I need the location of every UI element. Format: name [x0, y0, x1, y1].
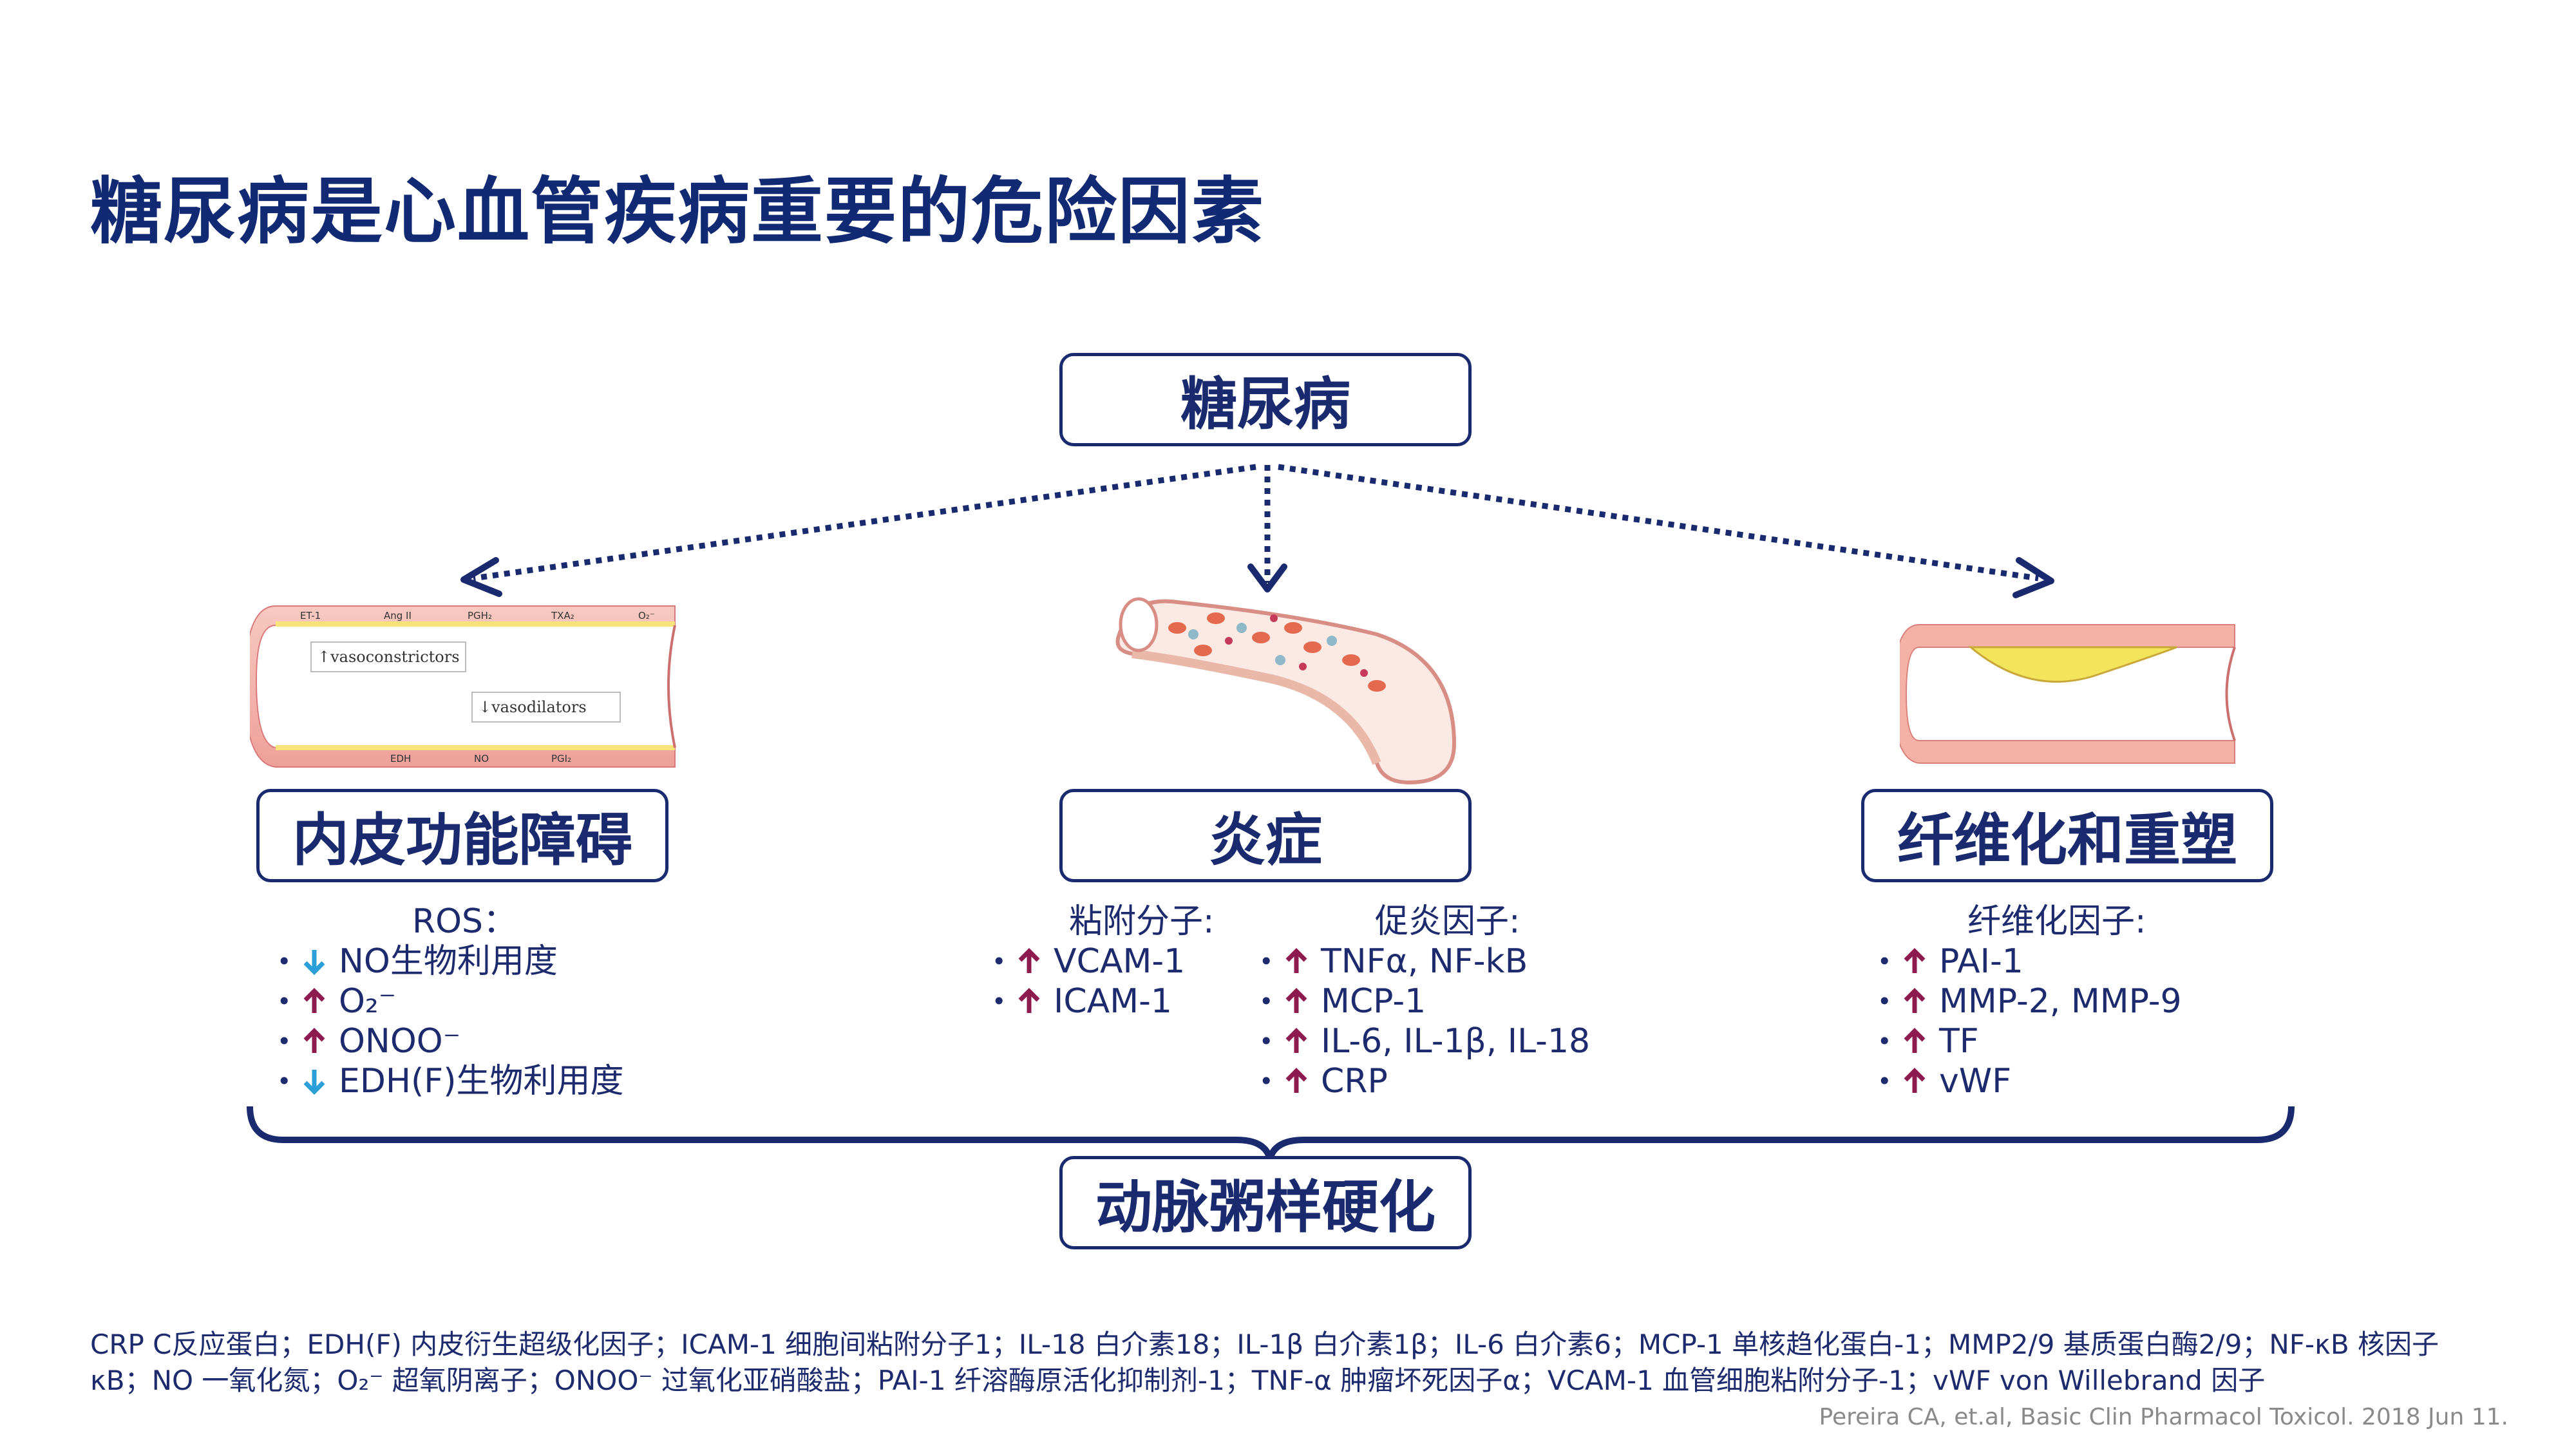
- arrow-to-right: [1278, 464, 2039, 582]
- inflammation-vessel-illustration: [1115, 597, 1457, 785]
- arrow-to-left: [473, 464, 1256, 582]
- bullet: •: [992, 947, 1007, 976]
- box-inflammation: 炎症: [1059, 789, 1472, 882]
- citation: Pereira CA, et.al, Basic Clin Pharmacol …: [1819, 1404, 2508, 1430]
- up-arrow-icon: [1902, 1027, 1939, 1056]
- bullet: •: [277, 987, 292, 1016]
- vessel-label-top-3: TXA₂: [551, 610, 574, 621]
- up-arrow-icon: [1283, 1067, 1321, 1095]
- vessel-label-bottom-2: PGI₂: [551, 753, 571, 764]
- ros-item-0: • NO生物利用度: [277, 942, 623, 981]
- proinflammatory-item-3: • CRP: [1259, 1061, 1590, 1101]
- factor-label: MCP-1: [1321, 982, 1426, 1021]
- box-atherosclerosis: 动脉粥样硬化: [1059, 1156, 1472, 1249]
- abbreviations-footnote: CRP C反应蛋白；EDH(F) 内皮衍生超级化因子；ICAM-1 细胞间粘附分…: [90, 1327, 2512, 1399]
- arrowhead-right: [2012, 557, 2054, 598]
- up-arrow-icon: [1016, 947, 1054, 976]
- adhesion-list: 粘附分子: • VCAM-1 • ICAM-1: [992, 902, 1215, 1021]
- proinflammatory-item-1: • MCP-1: [1259, 981, 1590, 1021]
- ros-header: ROS：: [412, 902, 517, 941]
- slide-title: 糖尿病是心血管疾病重要的危险因素: [90, 170, 1265, 254]
- ros-item-1: • O₂⁻: [277, 981, 623, 1021]
- arrowhead-center: [1247, 564, 1287, 592]
- adhesion-header: 粘附分子:: [1069, 902, 1215, 941]
- factor-label: NO生物利用度: [339, 942, 558, 981]
- proinflammatory-header: 促炎因子:: [1375, 902, 1520, 941]
- bullet: •: [1877, 947, 1892, 976]
- adhesion-item-1: • ICAM-1: [992, 981, 1215, 1021]
- up-arrow-icon: [1283, 987, 1321, 1016]
- fibrosis-item-3: • vWF: [1877, 1061, 2182, 1101]
- up-arrow-icon: [1283, 1027, 1321, 1056]
- abbreviations-line-1: CRP C反应蛋白；EDH(F) 内皮衍生超级化因子；ICAM-1 细胞间粘附分…: [90, 1329, 2439, 1360]
- bullet: •: [1259, 987, 1274, 1016]
- up-arrow-icon: [1902, 947, 1939, 976]
- bullet: •: [1259, 947, 1274, 976]
- bullet: •: [1877, 987, 1892, 1016]
- fibrosis-item-1: • MMP-2, MMP-9: [1877, 981, 2182, 1021]
- up-arrow-icon: [301, 1027, 339, 1056]
- proinflammatory-item-2: • IL-6, IL-1β, IL-18: [1259, 1021, 1590, 1061]
- endothelium-vessel-illustration: ET-1 Ang II PGH₂ TXA₂ O₂⁻ EDH NO PGI₂ ↑v…: [250, 605, 676, 768]
- factor-label: CRP: [1321, 1062, 1388, 1101]
- proinflammatory-list: 促炎因子: • TNFα, NF-kB • MCP-1 • IL-6, IL-1β, …: [1259, 902, 1590, 1101]
- factor-label: TF: [1939, 1022, 1979, 1061]
- box-fibrosis-remodeling: 纤维化和重塑: [1861, 789, 2273, 882]
- factor-label: ONOO⁻: [339, 1022, 461, 1061]
- fibrosis-vessel-illustration: [1900, 624, 2236, 764]
- bullet: •: [1877, 1067, 1892, 1095]
- ros-list: ROS： • NO生物利用度 • O₂⁻ • ONOO⁻ • EDH(F)生物利用度: [277, 902, 623, 1101]
- box-diabetes: 糖尿病: [1059, 353, 1472, 446]
- up-arrow-icon: [1016, 987, 1054, 1016]
- abbreviations-line-2: κB；NO 一氧化氮；O₂⁻ 超氧阴离子；ONOO⁻ 过氧化亚硝酸盐；PAI-1…: [90, 1365, 2266, 1396]
- vasoconstrictors-label: ↑vasoconstrictors: [317, 648, 460, 666]
- factor-label: VCAM-1: [1054, 942, 1186, 981]
- up-arrow-icon: [301, 987, 339, 1016]
- bullet: •: [277, 947, 292, 976]
- vessel-label-top-1: Ang II: [384, 610, 412, 621]
- factor-label: IL-6, IL-1β, IL-18: [1321, 1022, 1591, 1061]
- fibrosis-list: 纤维化因子: • PAI-1 • MMP-2, MMP-9 • TF • vWF: [1877, 902, 2182, 1101]
- vessel-label-bottom-1: NO: [474, 753, 489, 764]
- up-arrow-icon: [1902, 1067, 1939, 1095]
- factor-label: vWF: [1939, 1062, 2012, 1101]
- down-arrow-icon: [301, 1067, 339, 1095]
- box-endothelial-dysfunction: 内皮功能障碍: [256, 789, 668, 882]
- vasodilators-label: ↓vasodilators: [478, 698, 587, 716]
- fibrosis-item-0: • PAI-1: [1877, 942, 2182, 981]
- vessel-label-top-2: PGH₂: [468, 610, 492, 621]
- vessel-label-top-4: O₂⁻: [638, 610, 655, 621]
- proinflammatory-item-0: • TNFα, NF-kB: [1259, 942, 1590, 981]
- factor-label: TNFα, NF-kB: [1321, 942, 1528, 981]
- fibrosis-item-2: • TF: [1877, 1021, 2182, 1061]
- factor-label: ICAM-1: [1054, 982, 1172, 1021]
- factor-label: MMP-2, MMP-9: [1939, 982, 2182, 1021]
- bullet: •: [992, 987, 1007, 1016]
- arrowhead-left: [460, 557, 502, 597]
- factor-label: O₂⁻: [339, 982, 397, 1021]
- vessel-label-bottom-0: EDH: [390, 753, 411, 764]
- factor-label: PAI-1: [1939, 942, 2023, 981]
- bullet: •: [277, 1027, 292, 1056]
- down-arrow-icon: [301, 947, 339, 976]
- fibrosis-header: 纤维化因子:: [1967, 902, 2146, 941]
- up-arrow-icon: [1283, 947, 1321, 976]
- factor-label: EDH(F)生物利用度: [339, 1062, 624, 1101]
- ros-item-3: • EDH(F)生物利用度: [277, 1061, 623, 1101]
- bullet: •: [1259, 1067, 1274, 1095]
- vessel-label-top-0: ET-1: [300, 610, 321, 621]
- bullet: •: [277, 1067, 292, 1095]
- up-arrow-icon: [1902, 987, 1939, 1016]
- adhesion-item-0: • VCAM-1: [992, 942, 1215, 981]
- bottom-brace: [247, 1106, 2295, 1160]
- bullet: •: [1877, 1027, 1892, 1056]
- ros-item-2: • ONOO⁻: [277, 1021, 623, 1061]
- bullet: •: [1259, 1027, 1274, 1056]
